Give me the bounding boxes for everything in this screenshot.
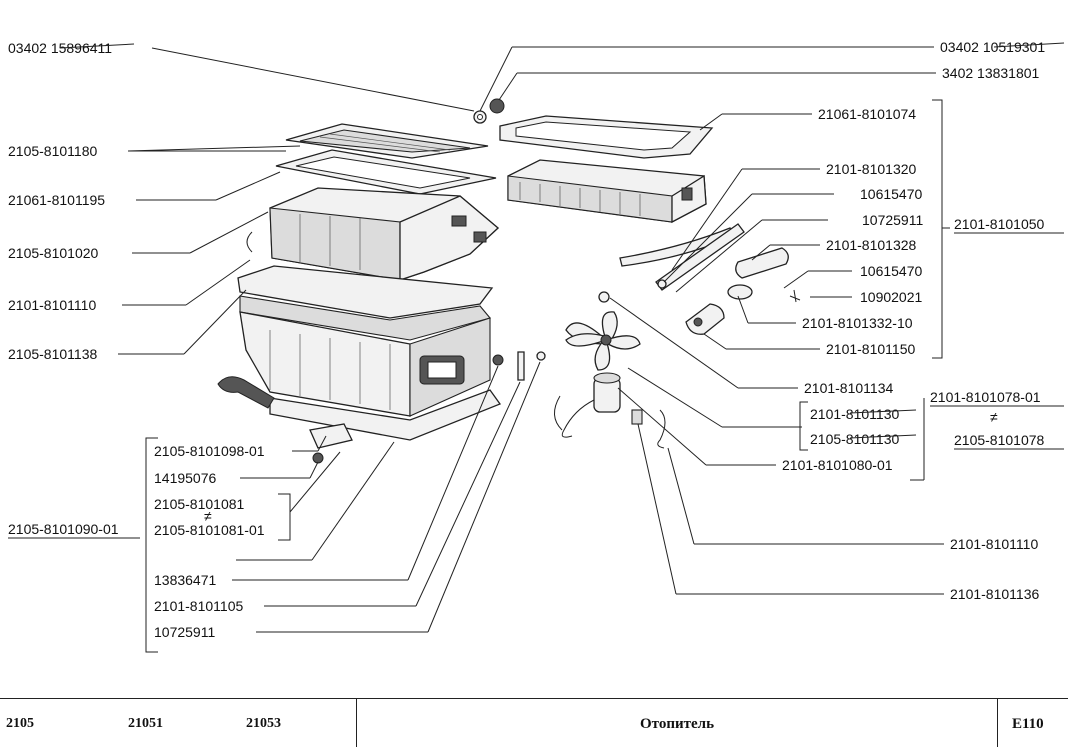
heater-tap-part: [685, 247, 801, 335]
top-cover-part: [285, 123, 489, 159]
part-label: 3402 13831801: [942, 65, 1040, 81]
part-label: 2101-8101332-10: [802, 315, 913, 331]
part-label: 2101-8101110: [8, 297, 96, 313]
part-label: 14195076: [154, 470, 217, 486]
hose-part: [619, 223, 745, 291]
assembly-label: 2105-8101078: [954, 432, 1045, 448]
part-label: 2101-8101080-01: [782, 457, 893, 473]
part-label: 2105-8101081-01: [154, 522, 265, 538]
screw-part: [492, 354, 504, 366]
not-equal-symbol: ≠: [990, 409, 998, 425]
part-label: 2101-8101110: [950, 536, 1038, 552]
part-label: 10615470: [860, 186, 923, 202]
part-label: 21061-8101195: [8, 192, 105, 208]
part-label: 13836471: [154, 572, 217, 588]
model-code: 2105: [6, 716, 34, 731]
assembly-label: 2101-8101050: [954, 216, 1045, 232]
radiator-part: [507, 159, 707, 224]
part-label: 2105-8101180: [8, 143, 97, 159]
not-equal-symbol: ≠: [204, 508, 212, 524]
part-labels: 03402 15896411 03402 10519301 3402 13831…: [8, 39, 1065, 640]
brackets: [145, 99, 950, 653]
nut-part: [536, 351, 546, 361]
parts-drawing: [217, 98, 801, 464]
fan-part: [565, 311, 641, 371]
model-code: 21051: [128, 716, 163, 731]
part-label: 2101-8101328: [826, 237, 917, 253]
part-label: 10725911: [862, 212, 923, 228]
washer-part: [598, 291, 610, 303]
page-code: E110: [1012, 716, 1044, 732]
title-block: 2105 21051 21053 Отопитель E110: [0, 698, 1068, 747]
part-label: 2105-8101098-01: [154, 443, 265, 459]
part-label: 2101-8101134: [804, 380, 893, 396]
part-label: 2105-8101020: [8, 245, 99, 261]
lever-part: [217, 376, 353, 464]
assembly-label: 2101-8101078-01: [930, 389, 1041, 405]
part-label: 21061-8101074: [818, 106, 916, 122]
model-code: 21053: [246, 716, 281, 731]
part-label: 2101-8101150: [826, 341, 915, 357]
part-label: 2101-8101130: [810, 406, 899, 422]
part-label: 2101-8101136: [950, 586, 1039, 602]
radiator-frame-part: [499, 115, 714, 159]
part-label: 10902021: [860, 289, 923, 305]
clip-part: [517, 351, 525, 381]
nut-part: [489, 98, 505, 114]
part-label: 2105-8101130: [810, 431, 899, 447]
seal-part: [275, 149, 497, 195]
assembly-label: 2105-8101090-01: [8, 521, 119, 537]
part-label: 2101-8101105: [154, 598, 243, 614]
leader-lines: [118, 46, 944, 633]
part-label: 2105-8101081: [154, 496, 245, 512]
part-label: 03402 10519301: [940, 39, 1045, 55]
part-label: 10615470: [860, 263, 923, 279]
part-label: 2101-8101320: [826, 161, 917, 177]
part-label: 10725911: [154, 624, 215, 640]
part-label: 2105-8101138: [8, 346, 97, 362]
motor-part: [554, 372, 666, 449]
upper-housing-part: [246, 187, 499, 281]
lower-housing-part: [237, 265, 502, 441]
page-title: Отопитель: [640, 716, 714, 732]
